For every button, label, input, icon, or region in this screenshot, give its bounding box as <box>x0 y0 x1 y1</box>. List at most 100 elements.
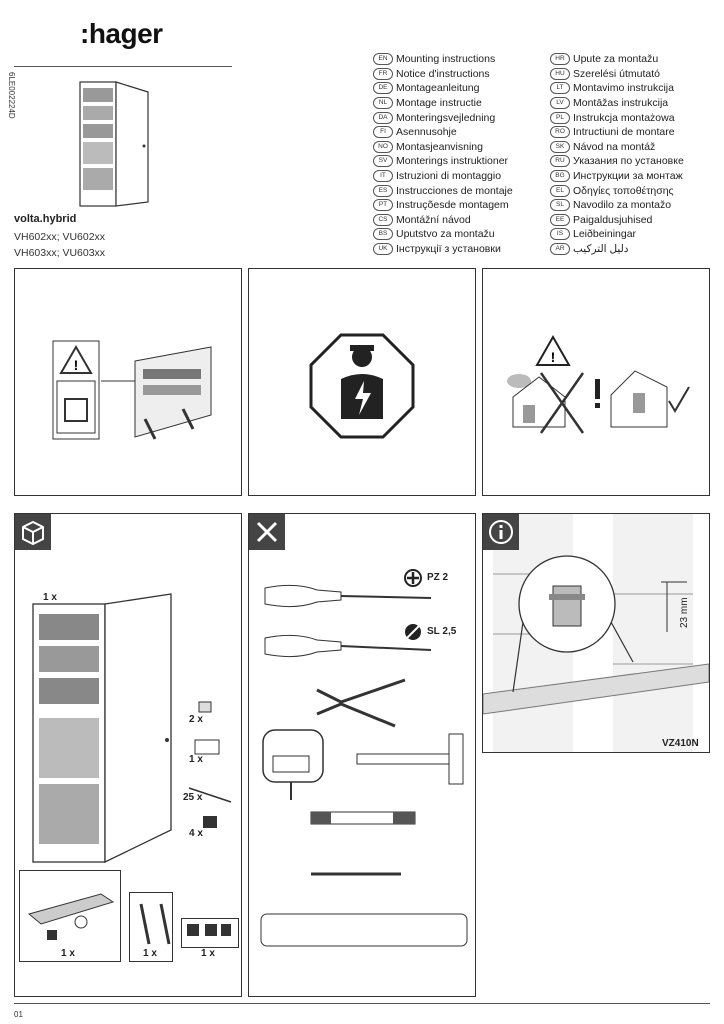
language-code-badge: FR <box>373 67 393 80</box>
accessory-qty-1: 1 x <box>61 948 75 959</box>
product-enclosure-image <box>79 81 149 207</box>
indoor-installation-panel: ! <box>482 268 710 496</box>
language-code-badge: PT <box>373 199 393 212</box>
contents-panel: 1 x 2 x 1 x 25 x 4 x 1 x 1 x 1 x <box>14 513 242 997</box>
language-label: دليل التركيب <box>573 243 629 256</box>
hager-logo: :hager <box>80 18 163 49</box>
language-label: Instruçõesde montagem <box>396 199 509 212</box>
model-line-2: VH603xx; VU603xx <box>14 247 106 259</box>
language-code-badge: LV <box>550 97 570 110</box>
accessory-qty-3: 1 x <box>201 948 215 959</box>
language-label: Οδηγίες τοποθέτησης <box>573 184 674 197</box>
language-code-badge: DE <box>373 82 393 95</box>
language-label: Montage instructie <box>396 97 482 110</box>
language-label: Monteringsvejledning <box>396 111 496 124</box>
indoor-installation-illustration: ! <box>507 334 690 434</box>
language-code-badge: DA <box>373 111 393 124</box>
language-label: Navodilo za montažo <box>573 199 672 212</box>
part-ref-label: VZ410N <box>662 738 699 749</box>
dimension-label: 23 mm <box>679 572 693 632</box>
language-code-badge: NO <box>373 140 393 153</box>
model-line-1: VH602xx; VU602xx <box>14 231 106 243</box>
accessory-box-3 <box>181 918 239 948</box>
language-code-badge: IS <box>550 228 570 241</box>
language-label: Instrukcja montażowa <box>573 111 675 124</box>
part-qty-2: 1 x <box>189 754 203 765</box>
language-code-badge: EN <box>373 53 393 66</box>
package-icon <box>15 514 51 550</box>
language-label: Montážní návod <box>396 213 471 226</box>
qualified-electrician-icon <box>309 333 415 439</box>
language-code-badge: HU <box>550 67 570 80</box>
language-code-badge: SL <box>550 199 570 212</box>
tools-icon <box>249 514 285 550</box>
language-code-badge: SV <box>373 155 393 168</box>
language-label: Szerelési útmutató <box>573 67 660 80</box>
language-code-badge: AR <box>550 243 570 256</box>
language-label: Monterings instruktioner <box>396 155 509 168</box>
language-label: Инструкции за монтаж <box>573 170 683 183</box>
tools-illustration <box>260 584 468 947</box>
language-label: Istruzioni di montaggio <box>396 170 502 183</box>
language-label: Montageanleitung <box>396 82 480 95</box>
part-qty-4: 4 x <box>189 828 203 839</box>
language-label: Mounting instructions <box>396 53 496 66</box>
language-label: Інструкції з установки <box>396 243 501 256</box>
electrician-panel <box>248 268 476 496</box>
language-label: Instrucciones de montaje <box>396 184 513 197</box>
slotted-icon <box>405 624 421 640</box>
language-label: Leiðbeiningar <box>573 228 637 241</box>
language-code-badge: HR <box>550 53 570 66</box>
language-code-badge: BG <box>550 170 570 183</box>
language-label: Указания по установке <box>573 155 684 168</box>
language-code-badge: NL <box>373 97 393 110</box>
language-code-badge: SK <box>550 140 570 153</box>
language-label: Paigaldusjuhised <box>573 213 653 226</box>
dimension-text: 23 mm <box>679 597 690 628</box>
info-panel: 23 mm <box>482 513 710 753</box>
page-number: 01 <box>14 1010 23 1019</box>
doc-code-text: 6LE002224D <box>7 72 16 119</box>
part-qty-1: 2 x <box>189 714 203 725</box>
language-code-badge: CS <box>373 213 393 226</box>
loose-parts-image <box>188 701 232 828</box>
language-code-badge: UK <box>373 243 393 256</box>
language-label: Montāžas instrukcija <box>573 97 669 110</box>
language-label: Montavimo instrukcija <box>573 82 674 95</box>
screwdriver-sl-label: SL 2,5 <box>427 626 457 637</box>
phillips-icon <box>404 569 422 587</box>
enclosure-open-door-image <box>32 593 172 864</box>
language-code-badge: IT <box>373 170 393 183</box>
accessory-parts-image <box>27 893 231 945</box>
tools-panel: PZ 2 SL 2,5 <box>248 513 476 997</box>
header-divider <box>14 66 232 67</box>
language-code-badge: ES <box>373 184 393 197</box>
doc-code: 6LE002224D <box>2 72 18 132</box>
language-label: Montasjeanvisning <box>396 140 483 153</box>
svg-text:!: ! <box>74 357 79 373</box>
